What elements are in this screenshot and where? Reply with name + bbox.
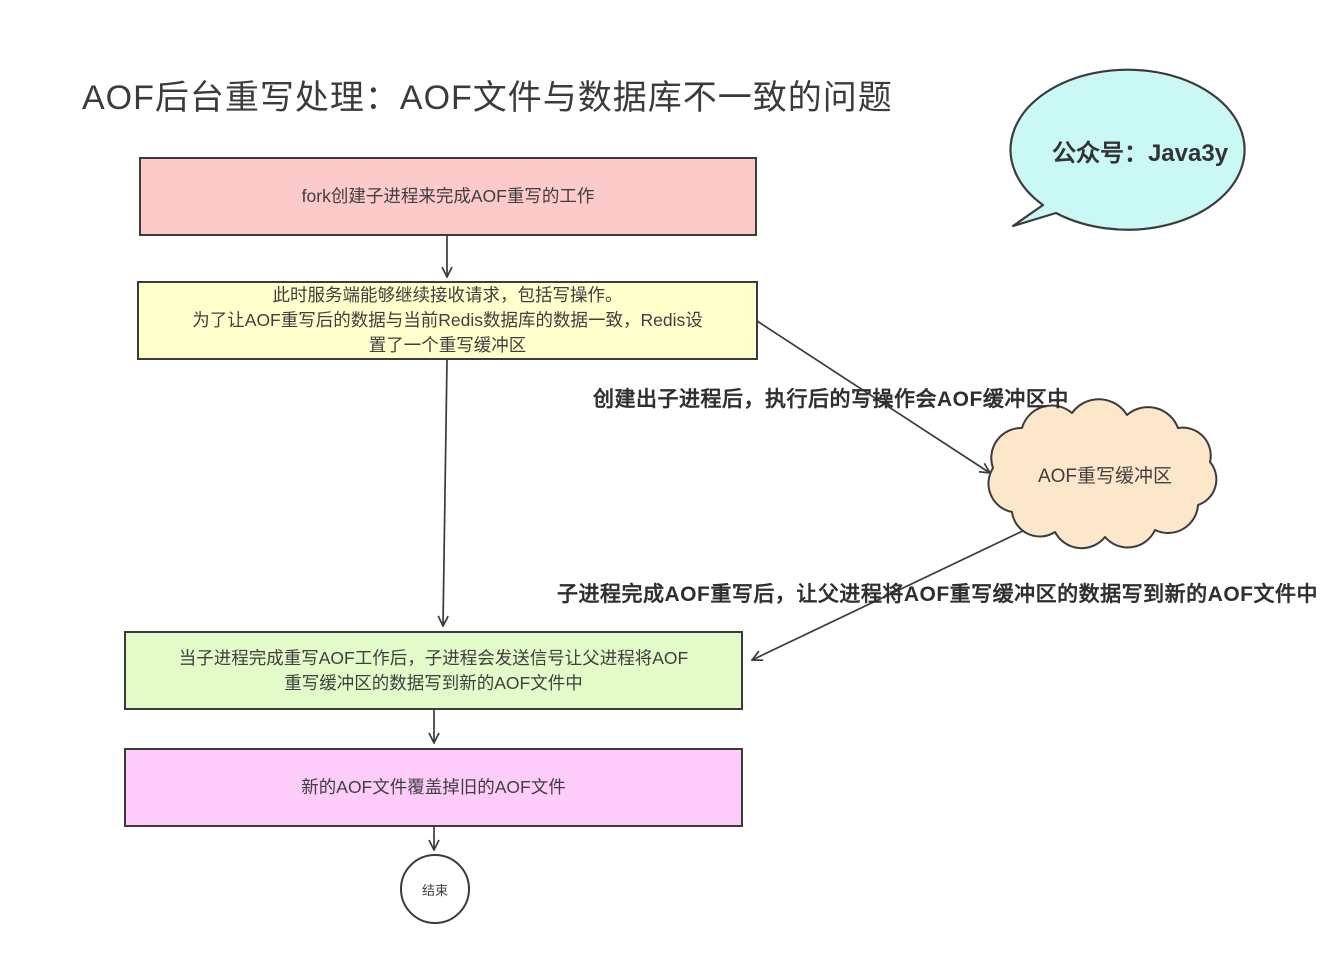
arrow-step2-to-step3 bbox=[443, 359, 447, 626]
node-replace-aof-file-text: 新的AOF文件覆盖掉旧的AOF文件 bbox=[301, 777, 566, 797]
buffer-cloud-shape bbox=[987, 398, 1218, 550]
node-signal-parent-line1: 当子进程完成重写AOF工作后，子进程会发送信号让父进程将AOF bbox=[178, 647, 689, 668]
node-rewrite-buffer-setup-line1: 此时服务端能够继续接收请求，包括写操作。 bbox=[272, 285, 623, 305]
arrow-cloud-to-step3 bbox=[752, 526, 1032, 660]
page-title: AOF后台重写处理：AOF文件与数据库不一致的问题 bbox=[82, 79, 893, 117]
speech-bubble-label: 公众号：Java3y bbox=[1051, 140, 1229, 167]
end-circle: 结束 bbox=[400, 854, 470, 924]
node-rewrite-buffer-setup: 此时服务端能够继续接收请求，包括写操作。 为了让AOF重写后的数据与当前Redi… bbox=[137, 281, 758, 360]
node-replace-aof-file: 新的AOF文件覆盖掉旧的AOF文件 bbox=[124, 748, 743, 827]
node-rewrite-buffer-setup-line3: 置了一个重写缓冲区 bbox=[368, 335, 527, 355]
node-fork-step-text: fork创建子进程来完成AOF重写的工作 bbox=[301, 186, 595, 206]
speech-bubble-shape bbox=[1009, 68, 1246, 231]
node-signal-parent: 当子进程完成重写AOF工作后，子进程会发送信号让父进程将AOF 重写缓冲区的数据… bbox=[124, 631, 743, 710]
edge-label-to-buffer: 创建出子进程后，执行后的写操作会AOF缓冲区中 bbox=[593, 388, 1069, 411]
buffer-cloud-label: AOF重写缓冲区 bbox=[1037, 466, 1173, 487]
node-rewrite-buffer-setup-line2: 为了让AOF重写后的数据与当前Redis数据库的数据一致，Redis设 bbox=[192, 310, 703, 330]
arrow-step2-to-cloud bbox=[756, 320, 990, 473]
node-fork-step: fork创建子进程来完成AOF重写的工作 bbox=[139, 157, 757, 236]
end-circle-label: 结束 bbox=[421, 882, 448, 898]
node-signal-parent-line2: 重写缓冲区的数据写到新的AOF文件中 bbox=[284, 672, 583, 693]
edge-label-from-buffer: 子进程完成AOF重写后，让父进程将AOF重写缓冲区的数据写到新的AOF文件中 bbox=[557, 583, 1318, 606]
